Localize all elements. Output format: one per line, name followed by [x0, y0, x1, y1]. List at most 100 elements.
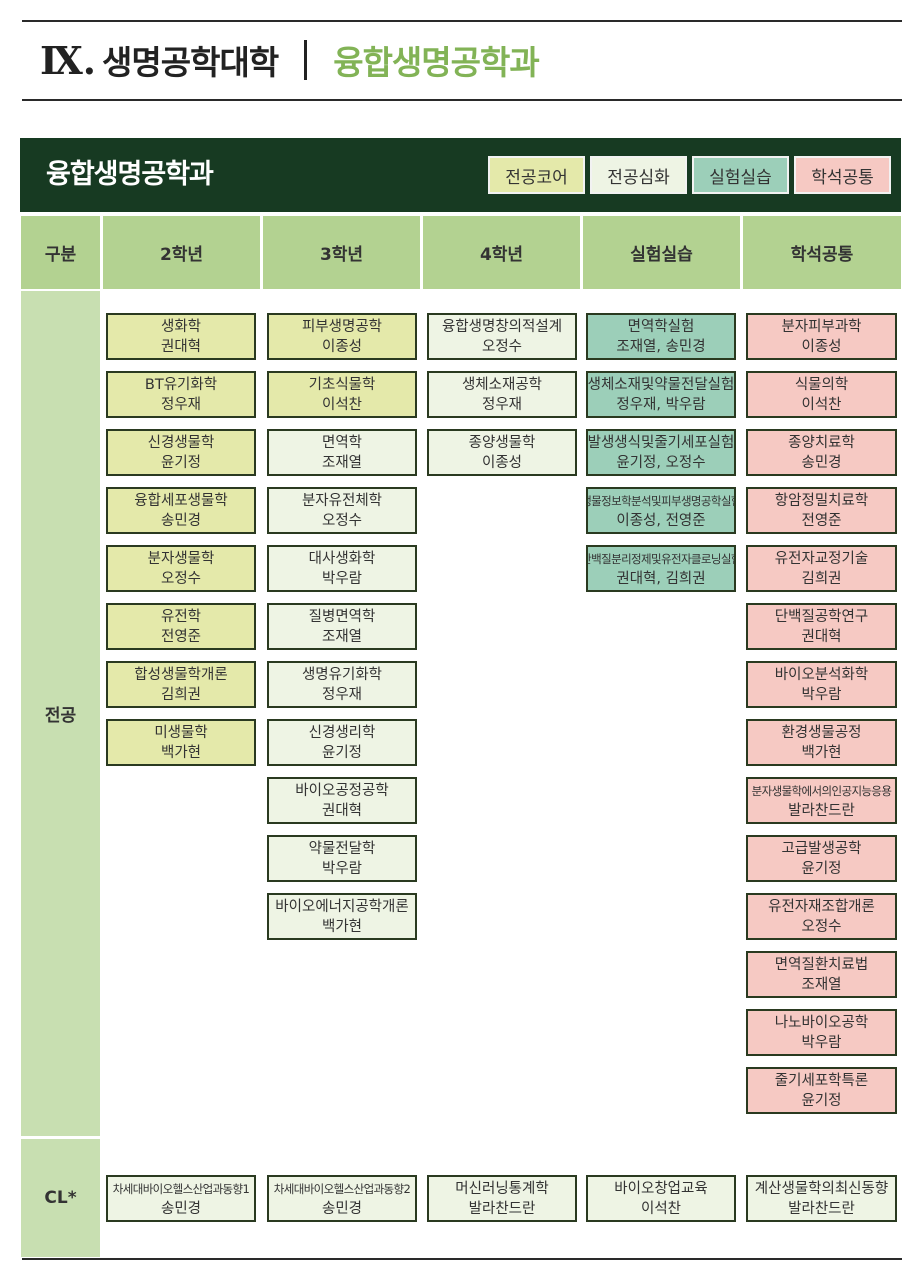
course-professor: 백가현 [160, 744, 202, 761]
course-professor: 발라찬드란 [788, 1200, 855, 1217]
header-divider [304, 40, 308, 80]
course-professor: 정우재, 박우람 [616, 396, 706, 413]
course-professor: 송민경 [160, 1200, 202, 1217]
course-name: 유전자재조합개론 [768, 898, 875, 915]
course-name: 계산생물학의최신동향 [754, 1180, 889, 1197]
course-name: 기초식물학 [308, 376, 376, 393]
course-professor: 조재열, 송민경 [616, 338, 706, 355]
course-name: 생명유기화학 [301, 666, 383, 683]
course-name: 바이오분석화학 [774, 666, 869, 683]
legend-core: 전공코어 [488, 156, 585, 194]
course-professor: 이종성 [801, 338, 842, 355]
department-title: 융합생명공학과 [333, 43, 540, 82]
category-cl: CL* [21, 1139, 100, 1257]
course-name: 바이오창업교육 [614, 1180, 708, 1197]
course-name: 생체소재및약물전달실험 [587, 376, 735, 393]
course-name: 생물정보학분석및피부생명공학실험 [586, 493, 736, 508]
course-name: 분자생물학에서의인공지능응용 [751, 783, 892, 798]
course-professor: 윤기정 [801, 1092, 842, 1109]
course-professor: 이종성, 전영준 [616, 512, 706, 529]
course-professor: 권대혁 [321, 802, 363, 819]
course-name: 융합세포생물학 [134, 492, 228, 509]
course-professor: 박우람 [321, 860, 363, 877]
banner-title: 융합생명공학과 [46, 159, 214, 190]
course-name: 신경생리학 [308, 724, 376, 741]
course-professor: 오정수 [160, 570, 202, 587]
col-head-category: 구분 [21, 216, 100, 289]
course-professor: 송민경 [160, 512, 202, 529]
course-professor: 박우람 [801, 686, 842, 703]
col-head-joint: 학석공통 [743, 216, 901, 289]
course-name: 분자유전체학 [301, 492, 383, 509]
course-name: 대사생화학 [308, 550, 376, 567]
course-name: 약물전달학 [308, 840, 376, 857]
course-name: 면역학실험 [627, 318, 695, 335]
course-name: 질병면역학 [308, 608, 376, 625]
course-professor: 오정수 [481, 338, 523, 355]
course-professor: 이종성 [321, 338, 363, 355]
course-name: 나노바이오공학 [774, 1014, 869, 1031]
course-name: 유전학 [160, 608, 202, 625]
course-professor: 발라찬드란 [468, 1200, 536, 1217]
course-professor: 오정수 [801, 918, 842, 935]
course-professor: 정우재 [160, 396, 202, 413]
course-professor: 윤기정, 오정수 [616, 454, 706, 471]
course-professor: 권대혁 [160, 338, 202, 355]
course-name: 바이오에너지공학개론 [275, 898, 409, 915]
course-professor: 정우재 [481, 396, 523, 413]
course-professor: 조재열 [321, 628, 363, 645]
course-professor: 박우람 [801, 1034, 842, 1051]
course-professor: 윤기정 [160, 454, 202, 471]
top-rule [22, 20, 902, 22]
course-professor: 김희권 [160, 686, 202, 703]
course-name: 항암정밀치료학 [774, 492, 869, 509]
course-professor: 백가현 [321, 918, 363, 935]
course-name: BT유기화학 [144, 376, 218, 393]
chapter-number: Ⅸ. [40, 37, 97, 83]
course-professor: 정우재 [321, 686, 363, 703]
course-professor: 발라찬드란 [788, 802, 855, 819]
course-name: 차세대바이오헬스산업과동향1 [112, 1181, 250, 1196]
course-name: 머신러닝통계학 [455, 1180, 549, 1197]
course-name: 줄기세포학특론 [774, 1072, 869, 1089]
course-professor: 송민경 [321, 1200, 363, 1217]
course-name: 면역학 [321, 434, 363, 451]
course-professor: 이석찬 [801, 396, 842, 413]
college-title: 생명공학대학 [102, 43, 279, 82]
category-major: 전공 [21, 291, 100, 1136]
course-professor: 백가현 [801, 744, 842, 761]
course-name: 단백질분리정제및유전자클로닝실험 [586, 551, 736, 566]
course-name: 합성생물학개론 [134, 666, 228, 683]
course-professor: 권대혁, 김희권 [616, 570, 706, 587]
course-professor: 김희권 [801, 570, 842, 587]
course-professor: 전영준 [160, 628, 202, 645]
course-professor: 윤기정 [321, 744, 363, 761]
